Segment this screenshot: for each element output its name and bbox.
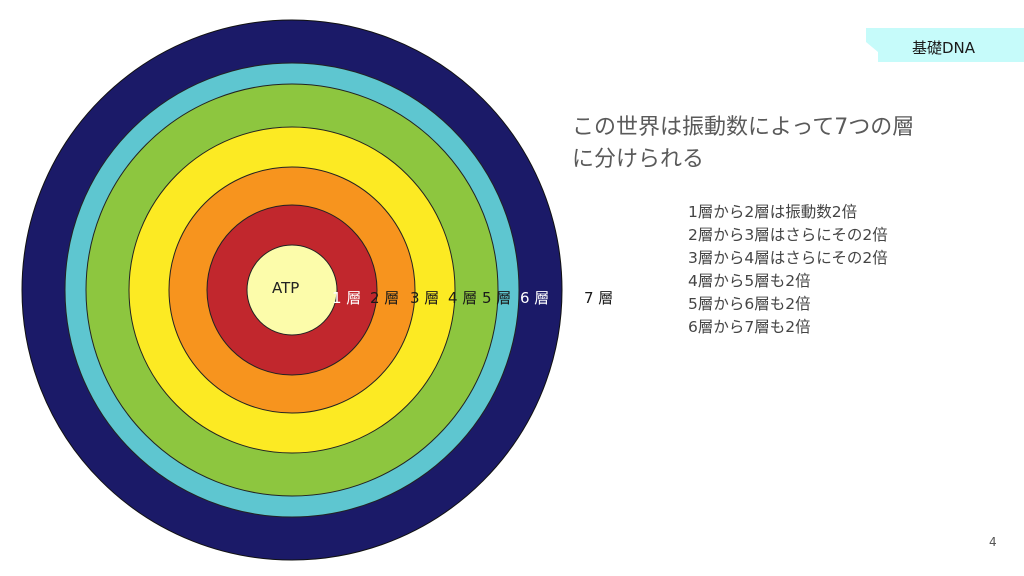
description-line: 3層から4層はさらにその2倍 [688,249,888,267]
slide-title-line: この世界は振動数によって7つの層 [572,115,915,140]
slide-title-line: に分けられる [572,147,705,172]
label-layer-6: 6 層 [520,289,549,307]
description-line: 2層から3層はさらにその2倍 [688,226,888,244]
center-core [246,244,338,336]
description-list: 1層から2層は振動数2倍 2層から3層はさらにその2倍 3層から4層はさらにその… [688,201,888,339]
label-layer-1: 1 層 [332,289,361,307]
label-layer-3: 3 層 [410,289,439,307]
section-tag-background [866,28,1024,62]
description-line: 1層から2層は振動数2倍 [688,203,858,221]
page-number: 4 [989,535,997,549]
description-line: 4層から5層も2倍 [688,272,811,290]
description-line: 6層から7層も2倍 [688,318,811,336]
label-layer-2: 2 層 [370,289,399,307]
section-tag-label: 基礎DNA [912,39,976,57]
label-layer-7: 7 層 [584,289,613,307]
slide-title: この世界は振動数によって7つの層 に分けられる [572,112,972,176]
center-label: ATP [272,279,299,297]
description-line: 5層から6層も2倍 [688,295,811,313]
label-layer-4: 4 層 [448,289,477,307]
label-layer-5: 5 層 [482,289,511,307]
